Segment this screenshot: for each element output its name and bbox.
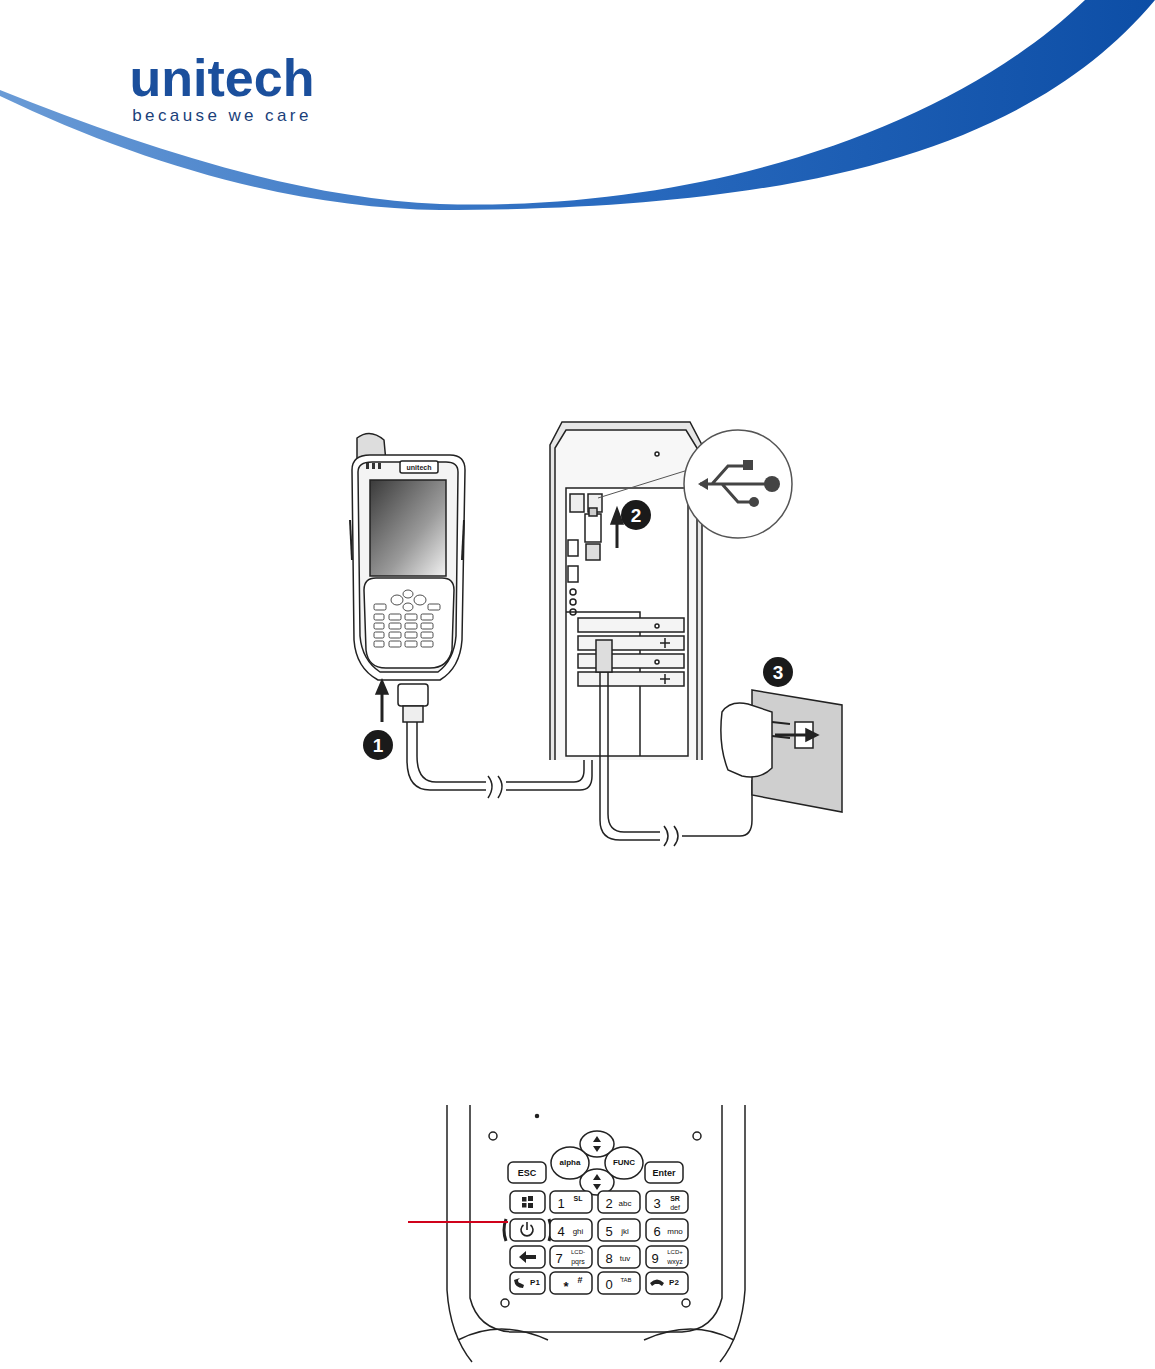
usb-zoom — [598, 430, 792, 538]
tagline: because we care — [132, 107, 312, 124]
callout-circles — [363, 500, 793, 760]
key-label: 0 — [605, 1278, 612, 1291]
key-label: alpha — [560, 1159, 581, 1167]
keypad-closeup — [447, 1105, 745, 1362]
power-adapter — [721, 690, 842, 812]
key-label: TAB — [620, 1277, 631, 1283]
key-label: tuv — [620, 1255, 631, 1263]
key-label: * — [563, 1280, 568, 1293]
key-label: LCD+ — [667, 1249, 683, 1255]
callout-number: 2 — [631, 506, 642, 525]
key-label: def — [670, 1204, 680, 1211]
key-label: 7 — [555, 1252, 562, 1265]
key-label: 1 — [557, 1197, 564, 1210]
key-label: P1 — [530, 1279, 540, 1287]
header-swoosh — [0, 0, 1155, 210]
key-label: Enter — [652, 1169, 675, 1178]
logo-text: unitech — [130, 52, 315, 104]
key-label: # — [577, 1276, 582, 1285]
handheld-device — [350, 433, 465, 680]
key-label: 8 — [605, 1252, 612, 1265]
key-label: SL — [574, 1195, 583, 1202]
key-label: abc — [619, 1200, 632, 1208]
key-label: jkl — [621, 1228, 629, 1236]
key-label: 6 — [653, 1225, 660, 1238]
key-label: 4 — [557, 1225, 564, 1238]
callout-number: 1 — [373, 736, 384, 755]
key-label: SR — [670, 1195, 680, 1202]
callout-number: 3 — [773, 663, 784, 682]
key-label: FUNC — [613, 1159, 635, 1167]
key-label: pqrs — [571, 1258, 585, 1265]
key-label: 3 — [653, 1197, 660, 1210]
device-logo: unitech — [407, 464, 432, 471]
key-label: wxyz — [667, 1258, 683, 1265]
key-label: ghi — [573, 1228, 584, 1236]
key-label: mno — [667, 1228, 683, 1236]
key-label: 2 — [605, 1197, 612, 1210]
leader-line — [408, 1221, 508, 1223]
key-label: LCD- — [571, 1249, 585, 1255]
key-label: 9 — [651, 1252, 658, 1265]
key-label: ESC — [518, 1169, 537, 1178]
key-label: 5 — [605, 1225, 612, 1238]
key-label: P2 — [669, 1279, 679, 1287]
